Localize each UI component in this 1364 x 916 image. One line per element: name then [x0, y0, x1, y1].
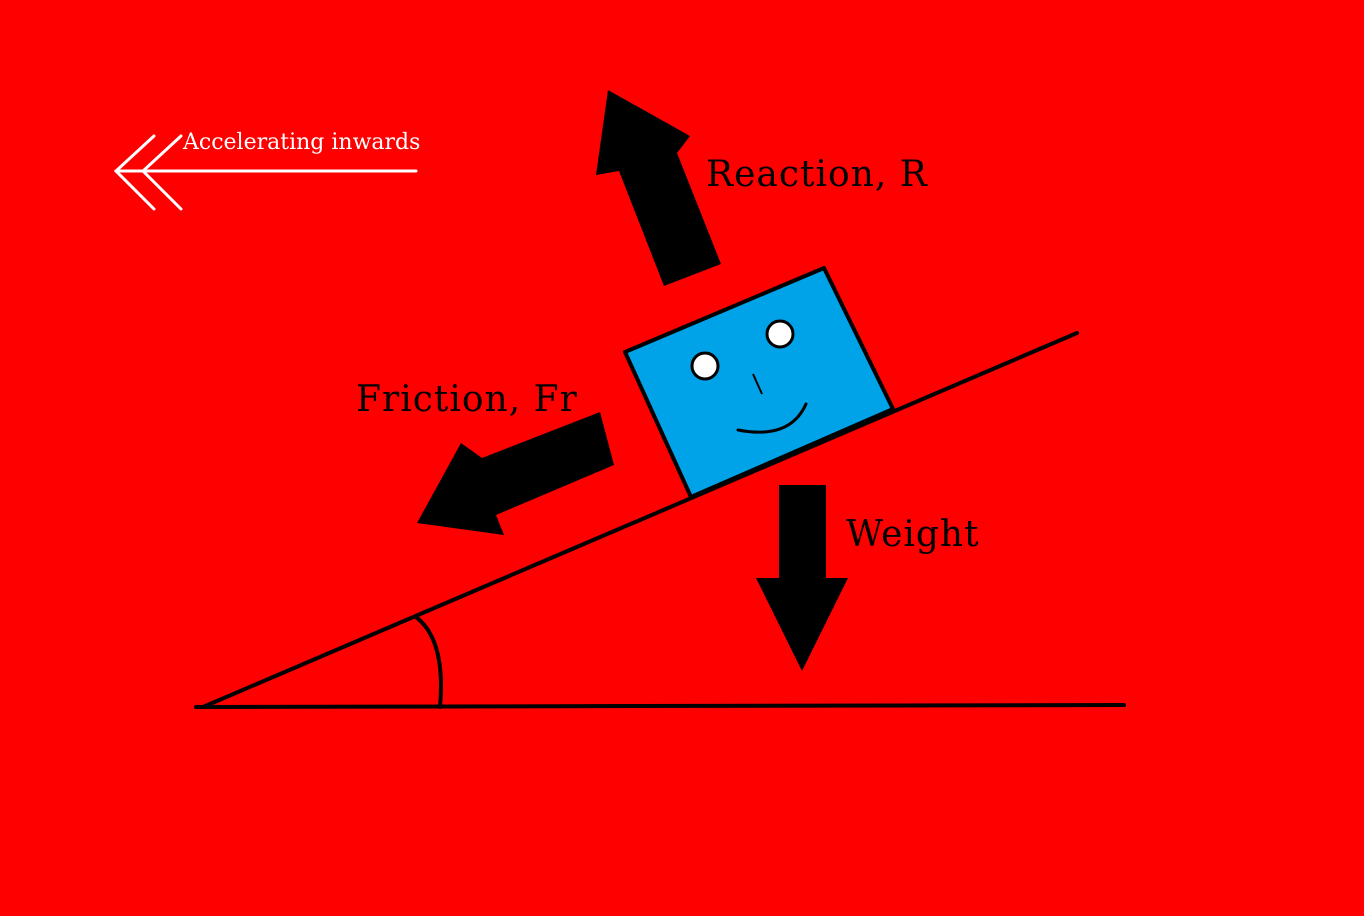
reaction-label: Reaction, R: [706, 154, 928, 195]
right-eye: [765, 319, 795, 349]
acceleration-label: Accelerating inwards: [183, 130, 421, 155]
weight-label: Weight: [846, 514, 980, 555]
friction-arrow: [417, 412, 614, 535]
acceleration-arrow: [113, 134, 418, 211]
ground-line: [194, 703, 1126, 709]
incline-surface: [201, 331, 1079, 709]
angle-arc: [414, 615, 443, 709]
friction-label: Friction, Fr: [356, 379, 578, 420]
weight-arrow: [756, 485, 848, 671]
nose: [752, 373, 763, 395]
reaction-arrow: [596, 90, 721, 286]
left-eye: [690, 351, 720, 381]
smile: [736, 402, 808, 434]
block: [623, 266, 895, 499]
